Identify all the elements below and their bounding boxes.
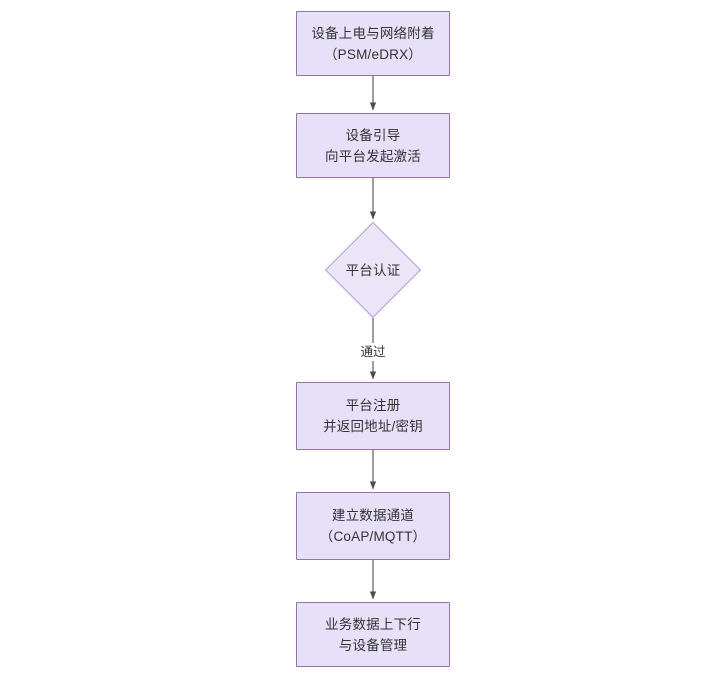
node-power-on[interactable]: 设备上电与网络附着 （PSM/eDRX） <box>296 11 450 76</box>
node-bootstrap-line-1: 设备引导 <box>345 127 401 143</box>
node-platform-register-line-2: 并返回地址/密钥 <box>323 419 423 434</box>
node-power-on-line-1: 设备上电与网络附着 <box>311 25 435 41</box>
node-data-channel[interactable]: 建立数据通道 （CoAP/MQTT） <box>296 492 450 560</box>
node-data-channel-line-2: （CoAP/MQTT） <box>319 529 427 544</box>
node-data-channel-line-1: 建立数据通道 <box>331 508 415 523</box>
node-power-on-line-2: （PSM/eDRX） <box>323 46 423 62</box>
node-service-data[interactable]: 业务数据上下行 与设备管理 <box>296 602 450 667</box>
node-platform-register-line-1: 平台注册 <box>345 398 401 413</box>
edge-label-pass: 通过 <box>358 343 388 361</box>
node-bootstrap[interactable]: 设备引导 向平台发起激活 <box>296 113 450 178</box>
node-bootstrap-line-2: 向平台发起激活 <box>325 148 421 164</box>
node-service-data-line-1: 业务数据上下行 <box>325 616 421 632</box>
node-platform-auth-label: 平台认证 <box>345 262 401 278</box>
node-service-data-line-2: 与设备管理 <box>338 637 408 653</box>
node-platform-auth[interactable]: 平台认证 <box>324 221 422 319</box>
node-platform-register[interactable]: 平台注册 并返回地址/密钥 <box>296 382 450 450</box>
